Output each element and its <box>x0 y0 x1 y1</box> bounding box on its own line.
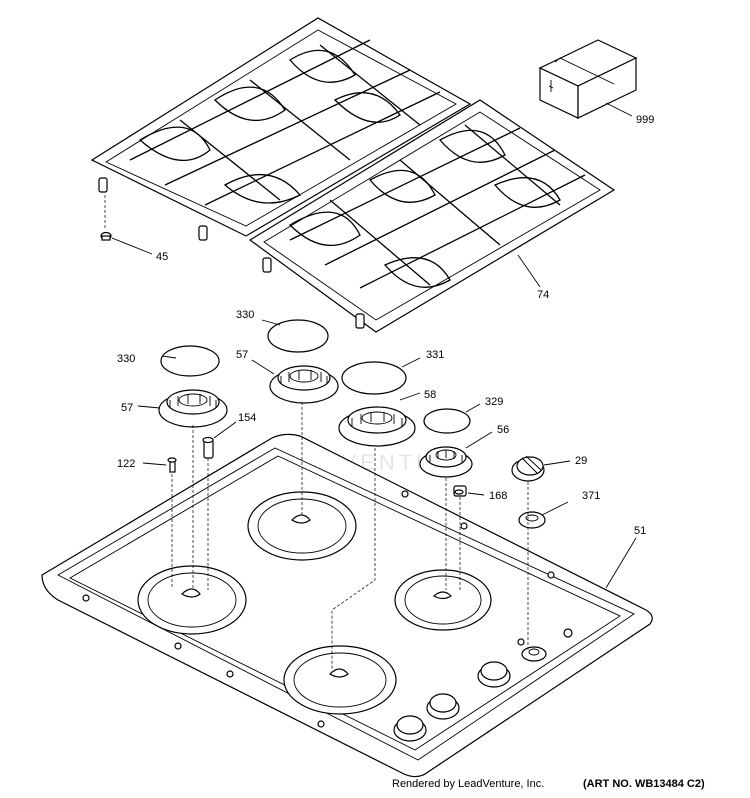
part-331-cap[interactable] <box>341 361 407 395</box>
part-57-burner-center[interactable] <box>269 365 339 404</box>
part-51-cooktop[interactable] <box>41 433 653 778</box>
callout-168: 168 <box>489 490 507 502</box>
callout-57-center: 57 <box>236 349 248 361</box>
callout-29: 29 <box>575 455 587 467</box>
part-154-electrode[interactable] <box>202 436 214 459</box>
part-122-screw[interactable] <box>167 457 177 473</box>
part-330-cap-center[interactable] <box>267 319 329 353</box>
callout-330-left: 330 <box>117 353 135 365</box>
callout-330-center: 330 <box>236 309 254 321</box>
footer-credit: Rendered by LeadVenture, Inc. <box>392 778 545 790</box>
callout-329: 329 <box>485 396 503 408</box>
part-45-bumper[interactable] <box>100 231 112 241</box>
part-371-bezel[interactable] <box>518 511 546 529</box>
callout-331: 331 <box>426 349 444 361</box>
part-999-box[interactable] <box>538 39 638 119</box>
part-56-burner[interactable] <box>419 446 473 478</box>
grate-right[interactable] <box>248 99 616 333</box>
part-330-cap-left[interactable] <box>160 345 220 377</box>
grate-left[interactable] <box>90 17 472 241</box>
callout-56: 56 <box>497 424 509 436</box>
callout-154: 154 <box>238 412 256 424</box>
callout-58: 58 <box>424 389 436 401</box>
part-57-burner-left[interactable] <box>158 389 228 428</box>
callout-45: 45 <box>156 251 168 263</box>
part-29-knob[interactable] <box>511 455 545 482</box>
callout-122: 122 <box>117 458 135 470</box>
part-168-valve[interactable] <box>453 485 467 497</box>
callout-999: 999 <box>636 114 654 126</box>
callout-57-left: 57 <box>121 402 133 414</box>
footer-art-number: (ART NO. WB13484 C2) <box>583 778 705 790</box>
part-329-cap[interactable] <box>423 408 471 434</box>
callout-371: 371 <box>582 490 600 502</box>
callout-51: 51 <box>634 525 646 537</box>
part-58-burner[interactable] <box>338 406 416 447</box>
callout-74: 74 <box>537 289 549 301</box>
